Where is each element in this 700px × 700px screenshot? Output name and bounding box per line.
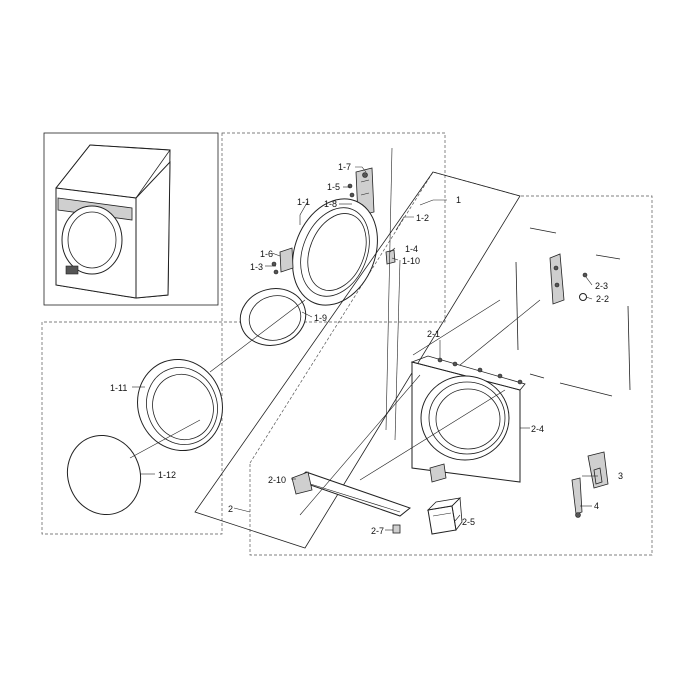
callout-1-2: 1-2 [416, 213, 429, 223]
callout-1-8: 1-8 [324, 199, 337, 209]
callout-2-1: 2-1 [427, 329, 440, 339]
screw-2-3 [582, 272, 588, 278]
clip-part [392, 524, 401, 534]
group-1-outline [41, 132, 446, 535]
assembly-line [459, 299, 541, 366]
door-outer-frame [292, 198, 378, 306]
callout-2-2: 2-2 [596, 294, 609, 304]
assembly-line [359, 389, 506, 481]
front-bracket [429, 463, 447, 483]
assembly-line [412, 299, 501, 356]
control-box [426, 497, 463, 535]
group-2-outline [249, 171, 653, 556]
door-gasket-ring [239, 288, 307, 346]
callout-1-7: 1-7 [338, 162, 351, 172]
callout-1: 1 [456, 195, 461, 205]
callout-1-3: 1-3 [250, 262, 263, 272]
door-handle-parts [271, 247, 294, 275]
callout-2-3: 2-3 [595, 281, 608, 291]
assembly-line [394, 259, 401, 441]
door-lock-hook [385, 249, 396, 265]
callout-1-9: 1-9 [314, 313, 327, 323]
callout-2-4: 2-4 [531, 424, 544, 434]
assembly-line [385, 147, 393, 431]
callout-2: 2 [228, 504, 233, 514]
callout-1-4: 1-4 [405, 244, 418, 254]
bottom-cover-bar [291, 471, 412, 517]
callout-3: 3 [618, 471, 623, 481]
door-lock-switch [587, 451, 609, 489]
screw-2-2 [579, 293, 587, 301]
panel-projection [194, 171, 521, 549]
trim-strips [515, 227, 631, 397]
assembly-line [129, 419, 201, 459]
front-panel-frame [410, 355, 526, 483]
leader-lines [132, 166, 598, 531]
door-hook [571, 477, 583, 518]
callout-1-12: 1-12 [158, 470, 176, 480]
door-glass-ring [137, 358, 223, 452]
callout-1-1: 1-1 [297, 197, 310, 207]
callout-1-11: 1-11 [110, 383, 127, 393]
callout-4: 4 [594, 501, 599, 511]
door-switch-bracket [549, 253, 565, 305]
callout-1-10: 1-10 [402, 256, 420, 266]
assembly-line [209, 299, 306, 373]
callout-1-6: 1-6 [260, 249, 273, 259]
door-glass [67, 434, 141, 516]
callout-2-5: 2-5 [462, 517, 475, 527]
callout-2-7: 2-7 [371, 526, 384, 536]
assembly-line [299, 374, 421, 516]
washer-thumbnail [43, 132, 219, 306]
callout-2-10: 2-10 [268, 475, 286, 485]
callout-1-5: 1-5 [327, 182, 340, 192]
